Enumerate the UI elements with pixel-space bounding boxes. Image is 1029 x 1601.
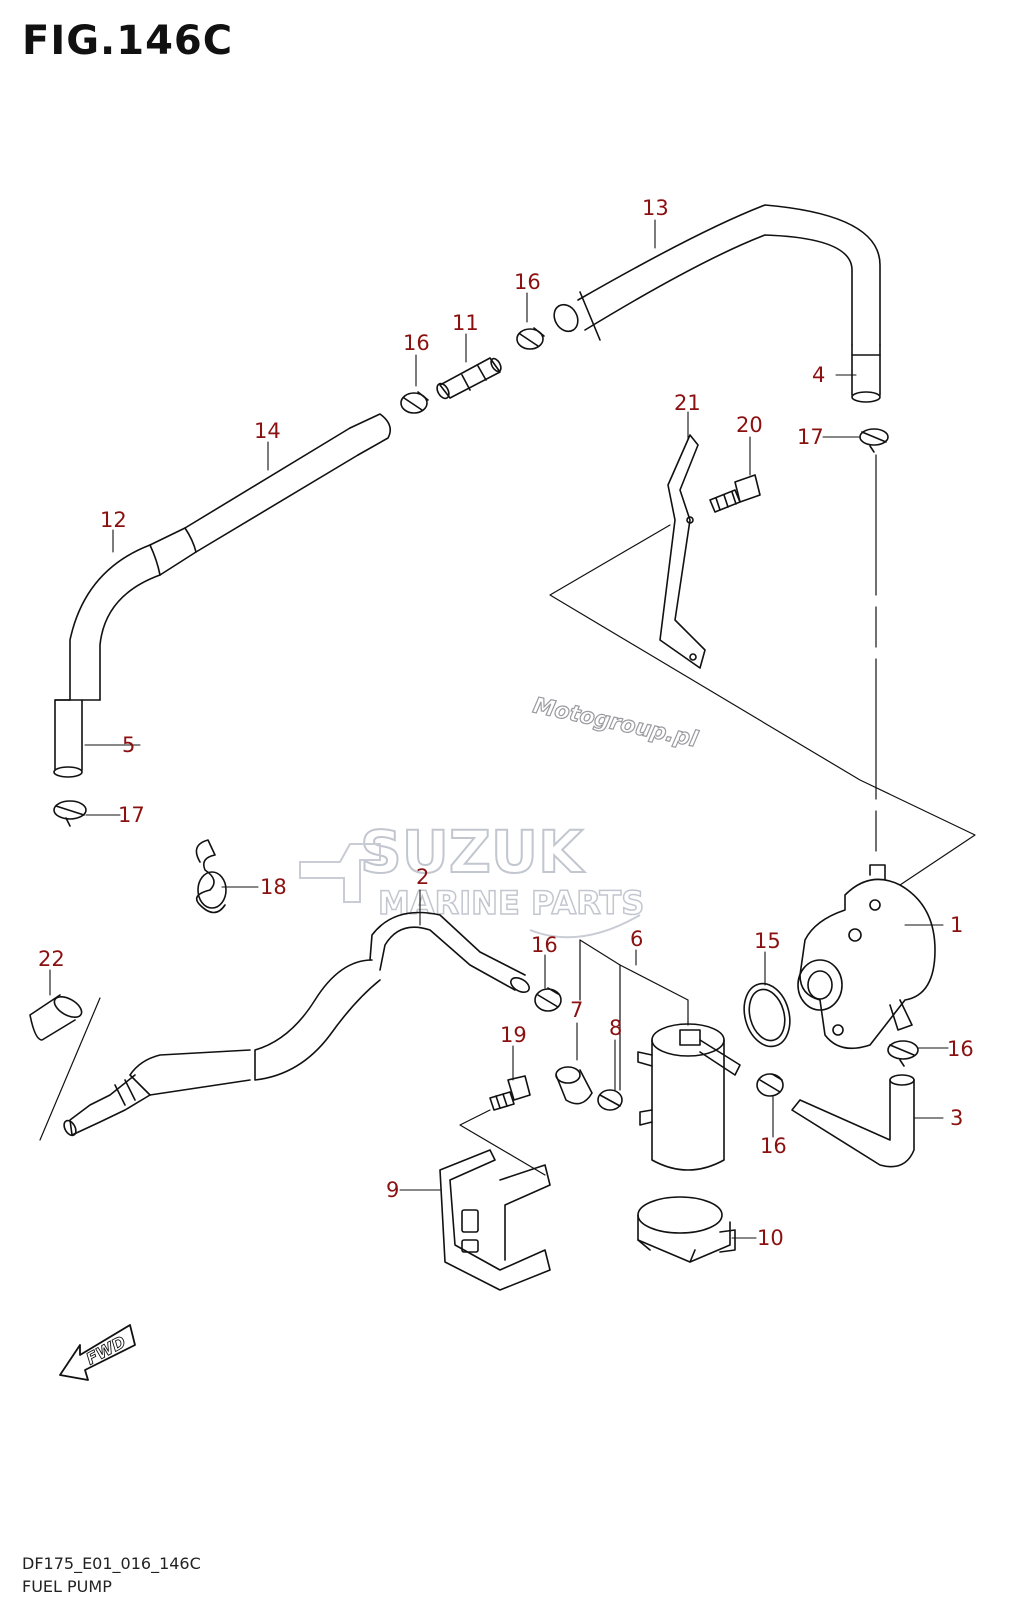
callout-9: 9	[386, 1178, 399, 1202]
watermark-logo: SUZUK MARINE PARTS	[299, 817, 645, 939]
fuel-filter-6	[637, 1023, 741, 1171]
figure-ref-code: DF175_E01_016_146C	[22, 1554, 201, 1573]
clip-16-mid	[534, 987, 562, 1012]
clip-8	[597, 1089, 623, 1111]
callout-14: 14	[254, 419, 281, 443]
callout-6: 6	[630, 927, 643, 951]
callout-19: 19	[500, 1023, 527, 1047]
clip-16-top-right	[516, 327, 545, 350]
callout-7: 7	[570, 998, 583, 1022]
fwd-label: FWD	[83, 1332, 129, 1368]
callout-13: 13	[642, 196, 669, 220]
callout-11: 11	[452, 311, 479, 335]
assembly-lines-left	[39, 939, 689, 1141]
bracket-21	[659, 434, 706, 669]
callout-12: 12	[100, 508, 127, 532]
cap-22	[29, 994, 83, 1041]
bracket-9	[439, 1149, 551, 1291]
hose-2	[63, 911, 530, 1137]
bolt-20	[709, 474, 761, 513]
callout-16-lower: 16	[760, 1134, 787, 1158]
callout-16-mid: 16	[531, 933, 558, 957]
callout-17-right: 17	[797, 425, 824, 449]
clip-17-left	[53, 800, 87, 827]
collar-7	[555, 1066, 593, 1105]
hose-3	[791, 1074, 915, 1168]
callout-4: 4	[812, 363, 825, 387]
figure-section-name: FUEL PUMP	[22, 1577, 112, 1596]
watermark-site: Motogroup.pl	[531, 693, 700, 752]
figure-title: FIG.146C	[22, 18, 234, 64]
hose-14	[53, 413, 391, 778]
watermark-sub: MARINE PARTS	[378, 884, 644, 922]
callout-10: 10	[757, 1226, 784, 1250]
clip-18	[195, 839, 227, 914]
callout-16-top-left: 16	[403, 331, 430, 355]
callout-15: 15	[754, 929, 781, 953]
callout-8: 8	[609, 1016, 622, 1040]
callout-16-right: 16	[947, 1037, 974, 1061]
callout-20: 20	[736, 413, 763, 437]
callout-2: 2	[416, 865, 429, 889]
clip-17-right	[859, 428, 889, 453]
joint-11	[436, 357, 502, 400]
clip-16-filter-right	[756, 1073, 784, 1097]
leader-lines	[49, 219, 949, 1239]
callout-1: 1	[950, 913, 963, 937]
callout-17-left: 17	[118, 803, 145, 827]
assembly-lines	[549, 454, 976, 886]
clip-16-top-left	[400, 391, 429, 414]
o-ring-15	[743, 982, 791, 1048]
bolt-19	[459, 1075, 546, 1176]
callout-3: 3	[950, 1106, 963, 1130]
watermark-brand: SUZUK	[360, 818, 585, 886]
callouts: 1 2 3 4 5 6 7 8 9 10 11 12 13 14 15 16 1…	[38, 196, 974, 1250]
watermark-swoosh	[529, 914, 641, 939]
clip-16-right	[887, 1040, 919, 1067]
callout-16-top-right: 16	[514, 270, 541, 294]
watermark-outboard-icon	[299, 843, 381, 903]
callout-5: 5	[122, 733, 135, 757]
callout-21: 21	[674, 391, 701, 415]
fwd-arrow: FWD	[59, 1324, 136, 1381]
fuel-pump-1	[797, 864, 936, 1050]
hose-13	[553, 204, 881, 403]
callout-18: 18	[260, 875, 287, 899]
clamp-10	[637, 1196, 736, 1263]
callout-22: 22	[38, 947, 65, 971]
